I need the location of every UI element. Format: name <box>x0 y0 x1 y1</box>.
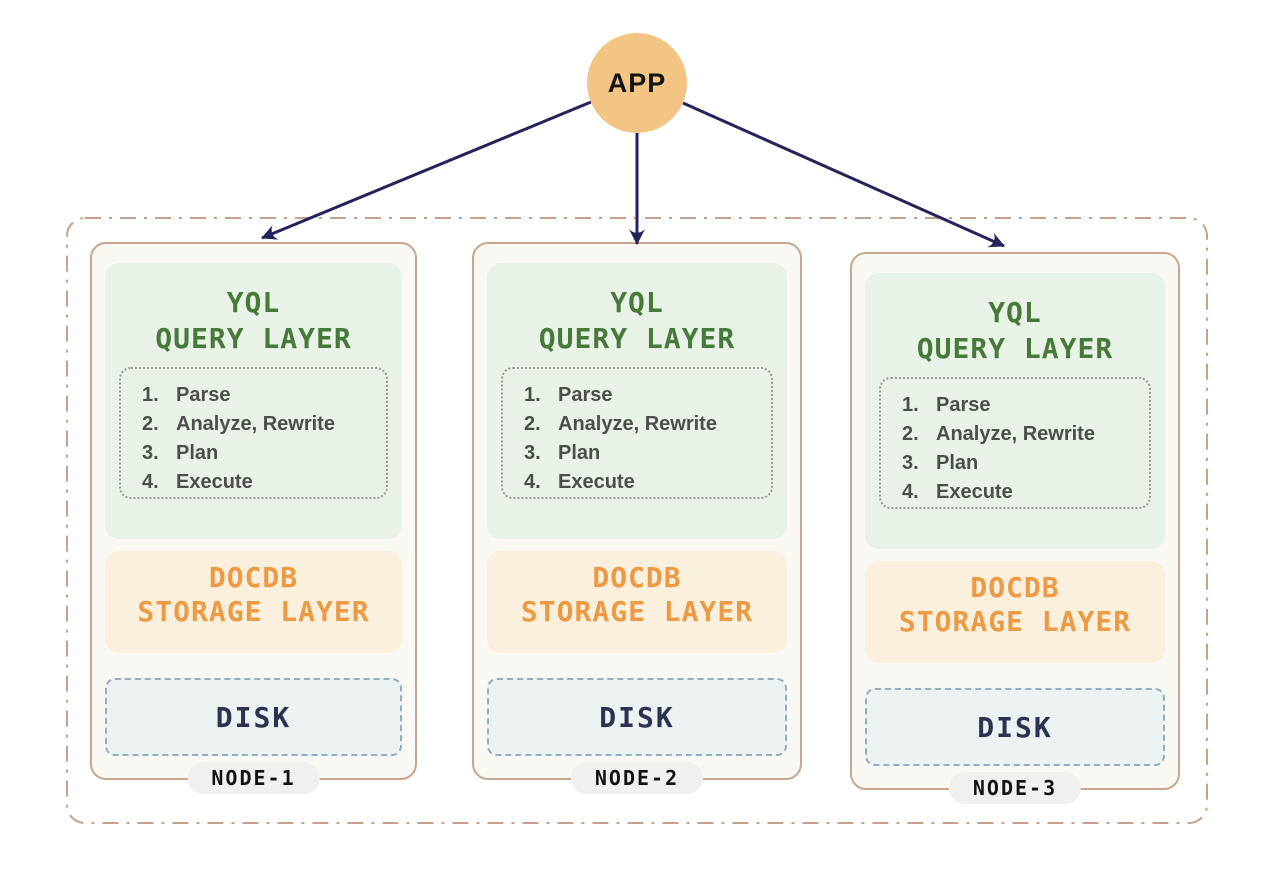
step-label: Plan <box>176 442 219 464</box>
query-steps-box: 1. Parse 2. Analyze, Rewrite 3. Plan 4. … <box>501 367 773 499</box>
query-steps-box: 1. Parse 2. Analyze, Rewrite 3. Plan 4. … <box>879 377 1151 509</box>
step-row: 1. Parse <box>899 391 1145 420</box>
query-layer-title-line1: YQL <box>226 286 281 319</box>
step-label: Plan <box>936 452 979 474</box>
node-badge: NODE-3 <box>948 772 1082 804</box>
storage-layer-title-line2: STORAGE LAYER <box>898 605 1132 638</box>
disk-box: DISK <box>487 678 787 756</box>
step-number: 4. <box>142 471 159 493</box>
step-number: 1. <box>524 384 541 406</box>
step-number: 4. <box>524 471 541 493</box>
step-label: Parse <box>936 394 991 416</box>
step-row: 4. Execute <box>139 468 382 497</box>
step-label: Execute <box>936 481 1013 503</box>
step-number: 4. <box>902 481 919 503</box>
step-label: Plan <box>558 442 601 464</box>
storage-layer-title-line2: STORAGE LAYER <box>520 595 754 628</box>
step-row: 3. Plan <box>899 449 1145 478</box>
disk-box: DISK <box>865 688 1165 766</box>
step-number: 1. <box>902 394 919 416</box>
step-row: 2. Analyze, Rewrite <box>521 410 767 439</box>
query-layer-title-line1: YQL <box>610 286 664 319</box>
storage-layer-title: DOCDB STORAGE LAYER <box>487 561 787 629</box>
storage-layer-title: DOCDB STORAGE LAYER <box>865 571 1165 639</box>
step-label: Parse <box>558 384 613 406</box>
arrow-app-to-node3 <box>682 101 1005 248</box>
storage-layer-title-line1: DOCDB <box>208 561 299 594</box>
step-number: 1. <box>142 384 159 406</box>
step-number: 2. <box>902 423 919 445</box>
storage-layer-title: DOCDB STORAGE LAYER <box>105 561 402 629</box>
step-row: 3. Plan <box>521 439 767 468</box>
step-number: 2. <box>524 413 541 435</box>
query-steps-box: 1. Parse 2. Analyze, Rewrite 3. Plan 4. … <box>119 367 388 499</box>
query-layer-title-line1: YQL <box>988 296 1042 329</box>
step-number: 2. <box>142 413 159 435</box>
step-number: 3. <box>524 442 541 464</box>
query-layer-title-line2: QUERY LAYER <box>155 322 352 355</box>
step-label: Execute <box>176 471 253 493</box>
step-row: 1. Parse <box>521 381 767 410</box>
storage-layer-box: DOCDB STORAGE LAYER <box>105 551 402 653</box>
disk-label: DISK <box>215 700 292 734</box>
query-layer-title: YQL QUERY LAYER <box>105 285 402 357</box>
step-row: 2. Analyze, Rewrite <box>899 420 1145 449</box>
storage-layer-title-line1: DOCDB <box>970 571 1060 604</box>
node-card-1: YQL QUERY LAYER 1. Parse 2. Analyze, Rew… <box>90 242 417 794</box>
node-badge: NODE-2 <box>570 762 704 794</box>
step-label: Parse <box>176 384 231 406</box>
step-label: Execute <box>558 471 635 493</box>
node-card-3: YQL QUERY LAYER 1. Parse 2. Analyze, Rew… <box>850 252 1180 804</box>
query-layer-title: YQL QUERY LAYER <box>865 295 1165 367</box>
node-card-2: YQL QUERY LAYER 1. Parse 2. Analyze, Rew… <box>472 242 802 794</box>
node-badge: NODE-1 <box>187 762 320 794</box>
disk-label: DISK <box>977 710 1053 744</box>
step-label: Analyze, Rewrite <box>176 413 335 435</box>
disk-box: DISK <box>105 678 402 756</box>
query-layer-title-line2: QUERY LAYER <box>916 332 1114 365</box>
step-row: 4. Execute <box>521 468 767 497</box>
step-number: 3. <box>142 442 159 464</box>
step-row: 4. Execute <box>899 478 1145 507</box>
step-label: Analyze, Rewrite <box>558 413 717 435</box>
storage-layer-box: DOCDB STORAGE LAYER <box>487 551 787 653</box>
storage-layer-title-line1: DOCDB <box>592 561 682 594</box>
step-row: 1. Parse <box>139 381 382 410</box>
step-row: 2. Analyze, Rewrite <box>139 410 382 439</box>
step-row: 3. Plan <box>139 439 382 468</box>
query-layer-title-line2: QUERY LAYER <box>538 322 736 355</box>
arrow-app-to-node1 <box>261 100 592 240</box>
query-layer-box: YQL QUERY LAYER 1. Parse 2. Analyze, Rew… <box>865 273 1165 549</box>
storage-layer-title-line2: STORAGE LAYER <box>137 595 370 628</box>
storage-layer-box: DOCDB STORAGE LAYER <box>865 561 1165 663</box>
disk-label: DISK <box>599 700 675 734</box>
query-layer-title: YQL QUERY LAYER <box>487 285 787 357</box>
app-label: APP <box>607 67 667 98</box>
app-circle: APP <box>587 33 687 133</box>
query-layer-box: YQL QUERY LAYER 1. Parse 2. Analyze, Rew… <box>487 263 787 539</box>
step-number: 3. <box>902 452 919 474</box>
step-label: Analyze, Rewrite <box>936 423 1095 445</box>
query-layer-box: YQL QUERY LAYER 1. Parse 2. Analyze, Rew… <box>105 263 402 539</box>
